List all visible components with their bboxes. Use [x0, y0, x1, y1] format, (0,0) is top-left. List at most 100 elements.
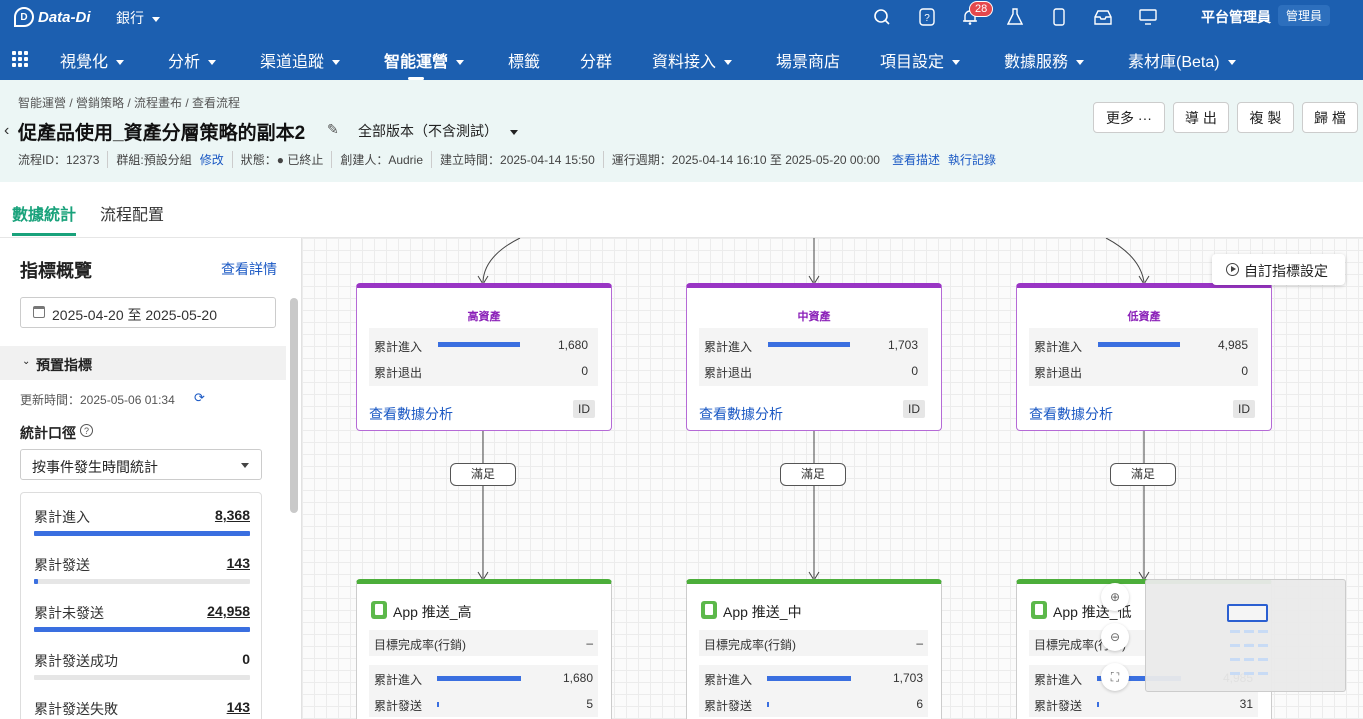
chevron-down-icon	[208, 60, 217, 66]
nav-analysis[interactable]: 分析	[168, 48, 217, 72]
minimap-node	[1230, 630, 1240, 633]
stat-value[interactable]: 143	[226, 699, 250, 715]
stat-row: 累計進入 1,680	[369, 665, 598, 691]
condition-label[interactable]: 滿足	[1110, 463, 1176, 486]
nav-scene-store[interactable]: 場景商店	[776, 54, 841, 71]
copy-button[interactable]: 複 製	[1237, 102, 1294, 133]
apps-grid-icon[interactable]	[12, 51, 28, 67]
id-badge[interactable]: ID	[903, 400, 925, 418]
stat-name: 累計發送成功	[34, 653, 118, 669]
nav-tags[interactable]: 標籤	[508, 54, 541, 71]
workspace-selector[interactable]: 銀行	[116, 8, 160, 28]
refresh-icon[interactable]: ⟳	[194, 390, 205, 405]
monitor-icon[interactable]	[1137, 6, 1159, 28]
id-badge[interactable]: ID	[1233, 400, 1255, 418]
stat-name: 累計進入	[1034, 673, 1083, 687]
minimap-node	[1258, 644, 1268, 647]
stat-bar-fill	[34, 579, 39, 584]
chevron-down-icon	[332, 60, 341, 66]
stat-value[interactable]: 143	[226, 555, 250, 571]
panel-scrollbar[interactable]	[290, 298, 298, 513]
help-icon[interactable]: ?	[916, 6, 938, 28]
nav-data-import[interactable]: 資料接入	[652, 48, 733, 72]
condition-label[interactable]: 滿足	[450, 463, 516, 486]
chevron-down-icon	[1227, 60, 1236, 66]
stat-bar	[768, 342, 850, 347]
condition-label[interactable]: 滿足	[780, 463, 846, 486]
inbox-icon[interactable]	[1092, 6, 1114, 28]
nav-project-settings[interactable]: 項目設定	[880, 48, 961, 72]
stat-value[interactable]: 24,958	[207, 603, 250, 619]
mobile-icon[interactable]	[1048, 6, 1070, 28]
edit-group-link[interactable]: 修改	[199, 153, 224, 167]
active-tab-indicator	[12, 233, 76, 236]
flow-meta: 流程ID：12373 群組:預設分組 修改 狀態：● 已終止 創建人：Audri…	[18, 151, 1000, 168]
archive-button[interactable]: 歸 檔	[1302, 102, 1358, 133]
fit-view-icon[interactable]: ⛶	[1101, 663, 1129, 691]
mobile-app-icon	[1031, 601, 1047, 619]
nav-smart-operation[interactable]: 智能運營	[384, 48, 465, 80]
zoom-out-icon[interactable]: ⊖	[1101, 623, 1129, 651]
zoom-in-icon[interactable]: ⊕	[1101, 583, 1129, 611]
nav-material-library[interactable]: 素材庫(Beta)	[1128, 48, 1236, 72]
stat-name: 累計進入	[374, 673, 423, 687]
stat-name: 累計進入	[704, 340, 753, 354]
flask-icon[interactable]	[1004, 6, 1026, 28]
stat-bar	[34, 531, 250, 536]
admin-name[interactable]: 平台管理員	[1201, 9, 1271, 25]
nav-data-services[interactable]: 數據服務	[1004, 48, 1085, 72]
stat-value: 1,703	[887, 338, 918, 352]
stat-name: 累計未發送	[34, 605, 104, 621]
stat-bar	[34, 579, 250, 584]
preset-metrics-header[interactable]: ⌄預置指標	[0, 346, 286, 380]
back-chevron-icon[interactable]: ‹	[4, 122, 10, 139]
stat-bar	[1097, 702, 1099, 707]
help-circle-icon[interactable]: ?	[80, 424, 93, 437]
view-description-link[interactable]: 查看描述	[891, 153, 940, 167]
view-analysis-link[interactable]: 查看數據分析	[369, 406, 453, 422]
edit-pencil-icon[interactable]: ✎	[327, 121, 339, 137]
execution-log-link[interactable]: 執行記錄	[947, 153, 996, 167]
breadcrumb[interactable]: 智能運營 / 營銷策略 / 流程畫布 / 查看流程	[18, 96, 241, 110]
tab-flow-config[interactable]: 流程配置	[100, 207, 165, 224]
chevron-down-icon	[152, 16, 160, 22]
more-button[interactable]: 更多 ···	[1093, 102, 1165, 133]
svg-text:?: ?	[924, 13, 930, 24]
minimap[interactable]	[1145, 579, 1346, 692]
nav-visualization[interactable]: 視覺化	[60, 48, 125, 72]
stat-value: 1,680	[562, 671, 593, 685]
nav-channel-tracking[interactable]: 渠道追蹤	[260, 48, 341, 72]
view-analysis-link[interactable]: 查看數據分析	[1029, 406, 1113, 422]
stat-bar-fill	[34, 627, 250, 632]
minimap-viewport[interactable]	[1227, 604, 1268, 622]
date-range-picker[interactable]: 2025-04-20 至 2025-05-20	[20, 297, 276, 328]
id-badge[interactable]: ID	[573, 400, 595, 418]
view-analysis-link[interactable]: 查看數據分析	[699, 406, 783, 422]
minimap-node	[1244, 658, 1254, 661]
workspace-label: 銀行	[116, 10, 144, 26]
chevron-down-icon	[241, 463, 249, 468]
nav-segments[interactable]: 分群	[580, 54, 613, 71]
flow-group: 群組:預設分組	[107, 151, 195, 168]
stat-bar	[437, 702, 439, 707]
export-button[interactable]: 導 出	[1173, 102, 1229, 133]
version-selector[interactable]: 全部版本（不含測試）	[358, 121, 518, 141]
custom-metric-button[interactable]: 自訂指標設定	[1212, 254, 1345, 285]
caliber-select[interactable]: 按事件發生時間統計	[20, 449, 262, 480]
view-details-link[interactable]: 查看詳情	[221, 261, 277, 277]
tab-data-stats[interactable]: 數據統計	[12, 207, 77, 224]
search-icon[interactable]	[871, 6, 893, 28]
stat-value[interactable]: 8,368	[214, 507, 250, 523]
flow-creator: 創建人：Audrie	[331, 151, 431, 168]
stat-value[interactable]: 0	[242, 651, 250, 667]
